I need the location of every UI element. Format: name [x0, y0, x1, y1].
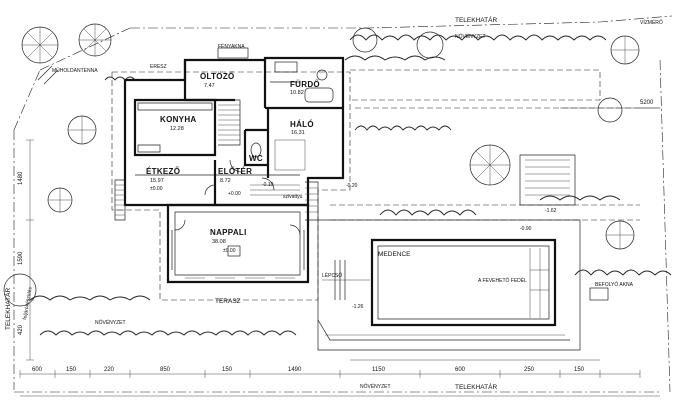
label-telekhatar-bottom: TELEKHATÁR [455, 382, 497, 391]
level-c: -0.20 [346, 183, 358, 189]
terrace-and-pool [317, 219, 609, 361]
room-medence-name: MEDENCE [378, 251, 411, 258]
dim-bottom-0: 600 [32, 367, 43, 373]
dim-bottom-1: 150 [66, 367, 77, 373]
room-eloter-area: 8.72 [220, 178, 231, 184]
level-d: -1.26 [352, 304, 364, 310]
room-furdo-name: FÜRDŐ [290, 80, 320, 89]
room-nappali-name: NAPPALI [210, 228, 247, 237]
room-halo-area: 16.31 [291, 130, 305, 136]
label-fenyakna: FÉNYAKNA [218, 43, 245, 50]
driveway [330, 69, 660, 221]
dim-bottom-5: 1490 [288, 367, 302, 373]
trees [3, 23, 640, 307]
label-muholdantenna: MŰHOLDANTENNA [52, 67, 98, 74]
site-labels: TELEKHATÁR NÖVÉNYZET VÍZMÉRŐ MŰHOLDANTEN… [3, 15, 663, 391]
level-f: ±0.00 [150, 186, 163, 192]
label-lepcso: LÉPCSŐ [322, 272, 342, 279]
dim-bottom-9: 150 [574, 367, 585, 373]
dim-left-b: 1590 [18, 251, 24, 265]
label-befolyo-akna: BEFOLYÓ AKNA [595, 281, 634, 288]
label-eresz: ERESZ [150, 64, 167, 70]
level-a: ±0.00 [223, 248, 236, 254]
level-marks: ±0.00 -0.10 -0.20 -1.26 -1.62 ±0.00 -0.9… [150, 182, 557, 310]
label-telekhatar-left: TELEKHATÁR [3, 288, 12, 330]
dim-bottom-2: 220 [104, 367, 115, 373]
room-eloter-name: ELŐTÉR [218, 167, 252, 176]
label-telekhatar-top: TELEKHATÁR [455, 15, 497, 24]
dim-left-c: 420 [18, 324, 24, 335]
dim-bottom-8: 250 [524, 367, 535, 373]
level-e: -1.62 [545, 208, 557, 214]
dimension-labels: 5200 1480 1590 420 600 150 220 850 150 1… [18, 100, 654, 373]
room-etkezo-name: ÉTKEZŐ [146, 167, 180, 176]
building [111, 47, 351, 301]
dim-bottom-6: 1150 [372, 367, 386, 373]
level-g: -0.90 [520, 226, 532, 232]
dim-bottom-4: 150 [222, 367, 233, 373]
room-etkezo-area: 15.97 [150, 178, 164, 184]
level-h: +0.00 [228, 191, 241, 197]
level-b: -0.10 [262, 182, 274, 188]
label-novenyzet-top: NÖVÉNYZET [455, 33, 486, 40]
room-wc-name: WC [249, 154, 263, 163]
room-konyha-area: 12.28 [170, 126, 184, 132]
label-novenyzet-bottom: NÖVÉNYZET [360, 383, 391, 390]
label-terasz: TERASZ [215, 298, 241, 305]
dim-bottom-3: 850 [160, 367, 171, 373]
room-konyha-name: KONYHA [160, 115, 196, 124]
label-fevehetofedel: A FEVEHETŐ FEDÉL [478, 277, 527, 284]
label-vizmero: VÍZMÉRŐ [640, 19, 663, 26]
label-feljarokeszules: feljárókészülés [22, 286, 34, 320]
room-oltozo-name: ÖLTÖZŐ [200, 72, 235, 81]
dim-top-right: 5200 [640, 100, 654, 106]
room-nappali-area: 38.08 [212, 239, 226, 245]
dim-bottom-7: 600 [455, 367, 466, 373]
dimension-lines [19, 107, 660, 378]
property-boundary [13, 15, 673, 397]
label-novenyzet-left: NÖVÉNYZET [95, 319, 126, 326]
vegetation [29, 34, 672, 336]
label-szivattyu: szivattyú [283, 194, 303, 200]
room-furdo-area: 10.82 [290, 90, 304, 96]
room-labels: ÖLTÖZŐ 7.47 FÜRDŐ 10.82 KONYHA 12.28 HÁL… [146, 72, 411, 258]
room-halo-name: HÁLÓ [290, 120, 314, 129]
room-oltozo-area: 7.47 [204, 83, 215, 89]
dim-left-a: 1480 [18, 171, 24, 185]
